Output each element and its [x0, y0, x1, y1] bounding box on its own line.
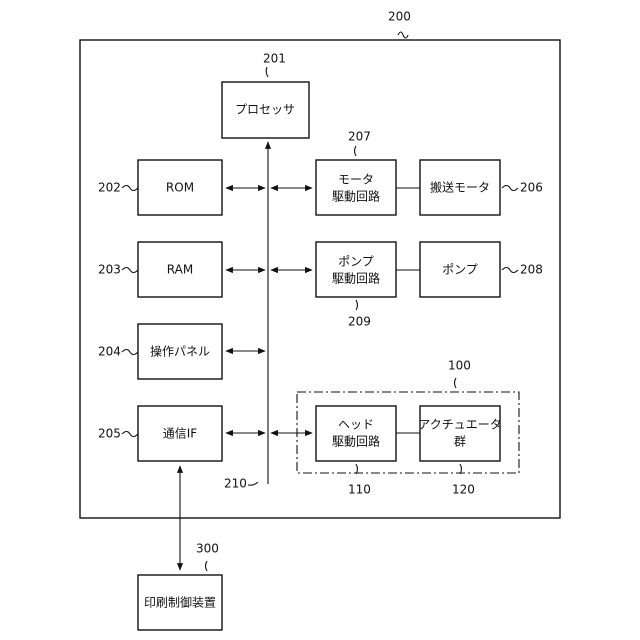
ref-200: 200	[388, 10, 411, 24]
ref-leader-205	[122, 432, 138, 437]
rom-label: ROM	[166, 181, 194, 195]
ref-leader-201	[266, 67, 268, 77]
ref-110: 110	[348, 483, 371, 497]
ref-202: 202	[98, 181, 121, 195]
operation-panel-label: 操作パネル	[150, 344, 210, 359]
pump-drive-block	[316, 242, 396, 297]
ref-208: 208	[520, 263, 543, 277]
ref-leader-110	[356, 464, 358, 474]
motor-drive-label-line1: モータ	[338, 173, 374, 187]
comm-if-label: 通信IF	[163, 427, 198, 441]
ref-leader-200	[398, 32, 408, 38]
ref-201: 201	[263, 52, 286, 66]
ref-leader-100	[455, 378, 457, 388]
actuator-group-block	[420, 406, 500, 461]
ref-leader-208	[502, 268, 518, 273]
ref-leader-203	[122, 268, 138, 273]
print-controller-label: 印刷制御装置	[144, 595, 216, 610]
ram-label: RAM	[167, 263, 193, 277]
ref-leader-206	[502, 186, 518, 191]
ref-100: 100	[448, 359, 471, 373]
ref-leader-202	[122, 186, 138, 191]
ref-204: 204	[98, 345, 121, 359]
head-drive-label-line2: 駆動回路	[332, 434, 380, 449]
ref-leader-207	[355, 146, 357, 156]
ref-300: 300	[196, 542, 219, 556]
ref-203: 203	[98, 263, 121, 277]
ref-209: 209	[348, 315, 371, 329]
ref-leader-209	[356, 300, 358, 310]
actuator-group-label-line1: アクチュエータ	[418, 418, 501, 432]
processor-label: プロセッサ	[235, 103, 295, 117]
conveyor-motor-label: 搬送モータ	[430, 180, 490, 195]
head-drive-label-line1: ヘッド	[338, 418, 374, 432]
ref-207: 207	[348, 130, 371, 144]
ref-206: 206	[520, 181, 543, 195]
pump-label: ポンプ	[442, 263, 478, 277]
pump-drive-label-line2: 駆動回路	[332, 271, 380, 286]
ref-210: 210	[224, 477, 247, 491]
ref-leader-300	[206, 561, 208, 571]
ref-205: 205	[98, 427, 121, 441]
motor-drive-block	[316, 160, 396, 215]
motor-drive-label-line2: 駆動回路	[332, 189, 380, 204]
head-drive-block	[316, 406, 396, 461]
ref-leader-204	[122, 350, 138, 355]
ref-leader-120	[460, 464, 462, 474]
ref-leader-210	[248, 482, 258, 485]
actuator-group-label-line2: 群	[454, 435, 466, 449]
pump-drive-label-line1: ポンプ	[338, 255, 374, 269]
ref-120: 120	[452, 483, 475, 497]
